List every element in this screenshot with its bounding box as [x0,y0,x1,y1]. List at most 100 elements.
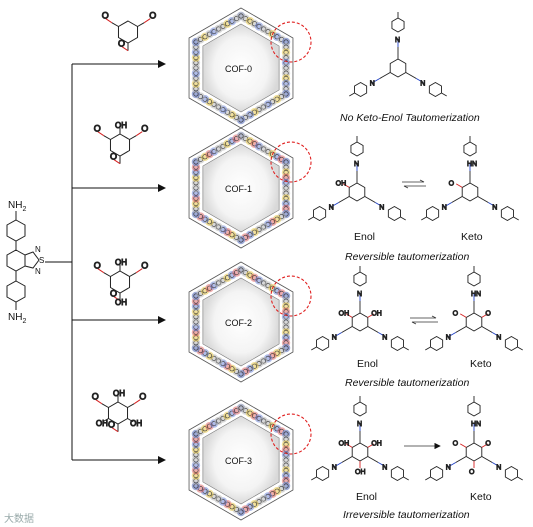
oxygen-substituent: OH [339,440,350,447]
imine-nitrogen: N [446,335,451,342]
oxygen-substituent: OH [355,469,366,476]
amine-top-label: NH2 [8,200,26,213]
branch-connectors [45,60,166,464]
aldehyde-oxygen: O [110,152,117,162]
cof-3-label: COF-3 [225,456,252,466]
imine-nitrogen: N [357,421,362,428]
aldehyde-2: O O O OH [93,121,149,165]
caption-row-2: Reversible tautomerization [345,251,469,263]
hydroxyl-group: OH [115,121,127,130]
cof-0-structure: COF-0 [188,7,312,129]
imine-nitrogen: HN [471,291,481,298]
enol-label-row-2: Enol [354,231,375,243]
imine-nitrogen: N [354,161,359,168]
imine-nitrogen: N [332,465,337,472]
ring-s: S [39,256,44,265]
highlight-circle [270,275,312,317]
hydroxyl-group: OH [130,419,142,428]
aldehyde-oxygen: O [94,124,101,134]
highlight-circle [270,21,312,63]
imine-nitrogen: N [496,465,501,472]
hydroxyl-group: OH [96,419,108,428]
hydroxyl-group: OH [115,258,127,267]
oxygen-substituent: O [469,469,475,476]
caption-row-4: Irreversible tautomerization [343,509,470,521]
oxygen-substituent: O [449,180,455,187]
aldehyde-oxygen: O [92,392,99,402]
keto-label-row-3: Keto [470,358,492,370]
keto-label-row-2: Keto [461,231,483,243]
imine-nitrogen: N [446,465,451,472]
imine-nitrogen: N [420,81,425,88]
imine-nitrogen: N [492,205,497,212]
imine-nitrogen: N [442,205,447,212]
caption-row-1: No Keto-Enol Tautomerization [340,112,480,124]
amine-bottom-label: NH2 [8,312,26,325]
cof-2-label: COF-2 [225,318,252,328]
imine-nitrogen: N [370,81,375,88]
aldehyde-oxygen: O [108,420,115,430]
highlight-circle [270,141,312,183]
imine-nitrogen: N [329,205,334,212]
oxygen-substituent: O [453,310,459,317]
framework-atom [236,131,246,141]
framework-atom [236,11,246,21]
imine-nitrogen: N [379,205,384,212]
cof-3-structure: COF-3 [188,399,312,521]
aldehyde-oxygen: O [141,261,148,271]
enol-label-row-4: Enol [356,491,377,503]
framework-ring [238,13,244,19]
cof-0-label: COF-0 [225,64,252,74]
enol-label-row-3: Enol [357,358,378,370]
scheme-cof0-imine: N N N [349,12,447,98]
equilibrium-arrow-row-2 [402,179,425,183]
cof-1-structure: COF-1 [188,127,312,249]
framework-ring [238,133,244,139]
imine-nitrogen: N [395,37,400,44]
oxygen-substituent: O [485,440,491,447]
imine-nitrogen: N [332,335,337,342]
diamine-linker: NH2 N S N NH2 [6,200,44,325]
oxygen-substituent: O [453,440,459,447]
aldehyde-oxygen: O [139,392,146,402]
watermark: 大数据 [4,514,34,525]
keto-label-row-4: Keto [470,491,492,503]
scheme-cof3-enol: N N N OH OH OH [311,396,409,482]
framework-ring [238,267,244,273]
framework-ring [238,405,244,411]
oxygen-substituent: OH [371,440,382,447]
oxygen-substituent: OH [339,310,350,317]
imine-nitrogen: N [382,335,387,342]
scheme-cof3-keto: HN N N O O O [425,396,523,482]
oxygen-substituent: OH [336,180,347,187]
cof-1-label: COF-1 [225,184,252,194]
aldehyde-1: O O O [101,10,157,52]
equilibrium-arrow-row-3 [410,315,437,319]
aldehyde-oxygen: O [110,289,117,299]
highlight-circle [270,413,312,455]
imine-nitrogen: N [382,465,387,472]
aldehyde-oxygen: O [149,11,156,21]
hydroxyl-group: OH [113,389,125,398]
framework-atom [236,403,246,413]
framework-atom [236,265,246,275]
aldehyde-oxygen: O [141,124,148,134]
aldehyde-oxygen: O [102,11,109,21]
ring-n1: N [35,245,41,254]
aldehyde-oxygen: O [118,39,125,49]
tautomer-labels: Enol Keto Enol Keto Enol Keto [354,231,492,503]
imine-nitrogen: HN [471,421,481,428]
hydroxyl-group: OH [115,298,127,307]
oxygen-substituent: O [485,310,491,317]
ring-n2: N [35,267,41,276]
cof-2-structure: COF-2 [188,261,312,383]
caption-row-3: Reversible tautomerization [345,377,469,389]
oxygen-substituent: OH [371,310,382,317]
captions: No Keto-Enol Tautomerization Reversible … [340,112,480,521]
